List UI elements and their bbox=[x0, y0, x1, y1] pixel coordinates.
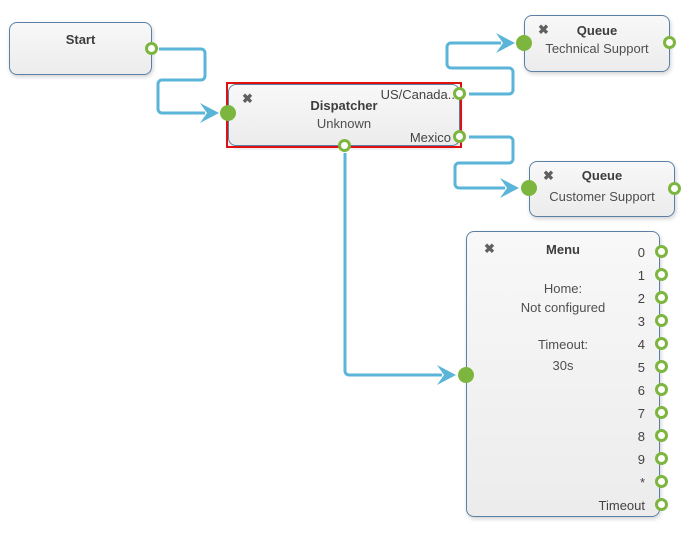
close-icon[interactable]: ✖ bbox=[242, 91, 253, 106]
output-label-mexico: Mexico bbox=[409, 130, 451, 145]
close-icon[interactable]: ✖ bbox=[538, 22, 549, 37]
menu-timeout-label: Timeout: bbox=[537, 337, 589, 352]
port-menu-out-7[interactable] bbox=[655, 406, 668, 419]
port-menu-out-1[interactable] bbox=[655, 268, 668, 281]
start-node[interactable]: Start bbox=[9, 22, 152, 75]
dispatcher-node-subtitle: Unknown bbox=[316, 116, 372, 131]
menu-node-title: Menu bbox=[546, 242, 580, 257]
output-label-6: 6 bbox=[637, 383, 645, 398]
output-label-star: * bbox=[639, 475, 645, 490]
menu-home-label: Home: bbox=[543, 281, 583, 296]
queue-customer-node[interactable]: ✖ Queue Customer Support bbox=[529, 161, 675, 217]
dispatcher-node[interactable]: ✖ Dispatcher Unknown US/Canada.. Mexico bbox=[228, 84, 460, 146]
port-queue-technical-in[interactable] bbox=[516, 35, 532, 51]
queue-technical-title: Queue bbox=[576, 23, 618, 38]
connection-dispatcher-menu[interactable] bbox=[343, 153, 456, 385]
arrowhead-icon bbox=[437, 365, 456, 385]
port-menu-in[interactable] bbox=[458, 367, 474, 383]
output-label-uscanada: US/Canada.. bbox=[380, 87, 455, 102]
port-queue-technical-out[interactable] bbox=[663, 36, 676, 49]
port-dispatcher-in[interactable] bbox=[220, 105, 236, 121]
port-menu-out-9[interactable] bbox=[655, 452, 668, 465]
menu-node[interactable]: ✖ Menu Home: Not configured Timeout: 30s… bbox=[466, 231, 660, 517]
output-label-5: 5 bbox=[637, 360, 645, 375]
port-menu-out-2[interactable] bbox=[655, 291, 668, 304]
output-label-timeout: Timeout bbox=[598, 498, 645, 513]
output-label-7: 7 bbox=[637, 406, 645, 421]
output-label-8: 8 bbox=[637, 429, 645, 444]
arrowhead-icon bbox=[200, 103, 219, 123]
output-label-0: 0 bbox=[637, 245, 645, 260]
port-menu-out-5[interactable] bbox=[655, 360, 668, 373]
queue-customer-subtitle: Customer Support bbox=[549, 189, 655, 204]
output-label-2: 2 bbox=[637, 291, 645, 306]
port-start-out[interactable] bbox=[145, 42, 158, 55]
port-queue-customer-in[interactable] bbox=[521, 180, 537, 196]
connection-uscanada-queue-technical[interactable] bbox=[445, 33, 515, 96]
menu-timeout-value: 30s bbox=[552, 358, 574, 373]
port-queue-customer-out[interactable] bbox=[668, 182, 681, 195]
queue-customer-title: Queue bbox=[581, 168, 623, 183]
output-label-4: 4 bbox=[637, 337, 645, 352]
port-dispatcher-bottom[interactable] bbox=[338, 139, 351, 152]
port-dispatcher-mexico[interactable] bbox=[453, 130, 466, 143]
connection-start-dispatcher[interactable] bbox=[156, 47, 219, 123]
port-menu-out-star[interactable] bbox=[655, 475, 668, 488]
connection-mexico-queue-customer[interactable] bbox=[453, 135, 519, 198]
port-menu-out-0[interactable] bbox=[655, 245, 668, 258]
port-menu-out-6[interactable] bbox=[655, 383, 668, 396]
arrowhead-icon bbox=[496, 33, 515, 53]
port-menu-out-4[interactable] bbox=[655, 337, 668, 350]
arrowhead-icon bbox=[500, 178, 519, 198]
start-node-title: Start bbox=[65, 32, 96, 47]
port-menu-out-timeout[interactable] bbox=[655, 498, 668, 511]
queue-technical-node[interactable]: ✖ Queue Technical Support bbox=[524, 15, 670, 72]
close-icon[interactable]: ✖ bbox=[543, 168, 554, 183]
port-dispatcher-uscanada[interactable] bbox=[453, 87, 466, 100]
close-icon[interactable]: ✖ bbox=[484, 241, 495, 256]
queue-technical-subtitle: Technical Support bbox=[545, 41, 649, 56]
output-label-3: 3 bbox=[637, 314, 645, 329]
menu-home-value: Not configured bbox=[520, 300, 606, 315]
output-label-9: 9 bbox=[637, 452, 645, 467]
port-menu-out-8[interactable] bbox=[655, 429, 668, 442]
output-label-1: 1 bbox=[637, 268, 645, 283]
port-menu-out-3[interactable] bbox=[655, 314, 668, 327]
dispatcher-node-title: Dispatcher bbox=[310, 98, 378, 113]
